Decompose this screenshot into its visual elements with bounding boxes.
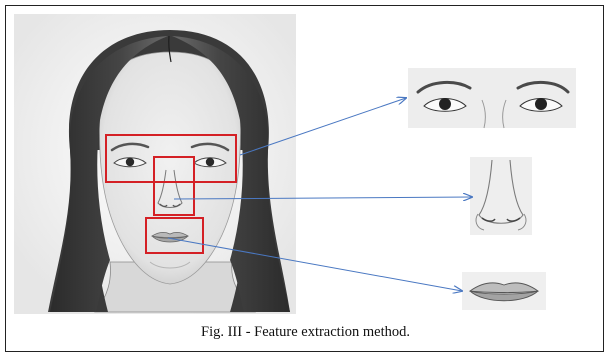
mouth-crop xyxy=(462,272,546,310)
eyes-crop xyxy=(408,68,576,128)
figure-caption: Fig. III - Feature extraction method. xyxy=(0,324,611,341)
nose-crop xyxy=(470,157,532,235)
